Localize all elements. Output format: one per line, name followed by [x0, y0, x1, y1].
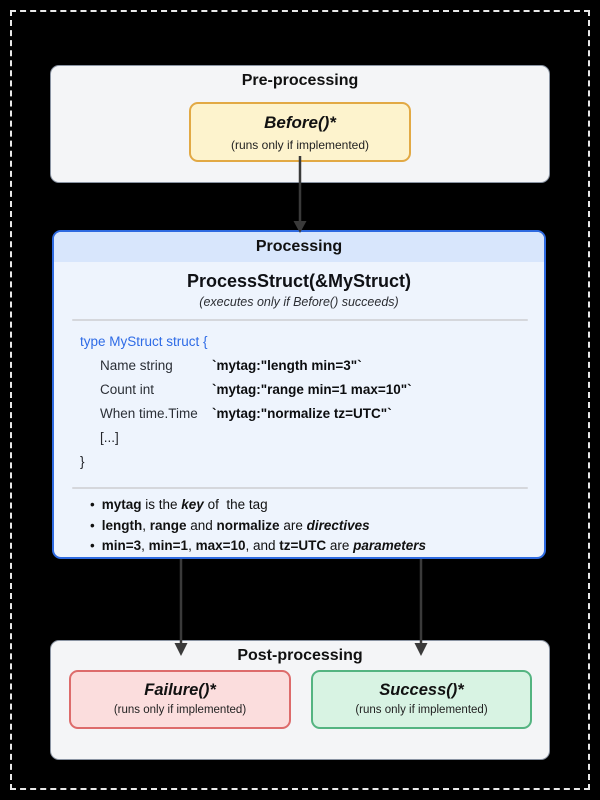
- tag-notes-list: mytag is the key of the tag length, rang…: [54, 495, 544, 557]
- code-field-tag: `mytag:"length min=3"`: [212, 358, 362, 373]
- pre-processing-section: Pre-processing Before()* (runs only if i…: [50, 65, 550, 183]
- code-field-tag: `mytag:"range min=1 max=10"`: [212, 382, 412, 397]
- code-ellipsis: [...]: [100, 430, 119, 445]
- code-field-tag: `mytag:"normalize tz=UTC"`: [212, 406, 392, 421]
- note-directives: length, range and normalize are directiv…: [90, 516, 544, 537]
- before-node: Before()* (runs only if implemented): [189, 102, 411, 162]
- process-struct-heading: ProcessStruct(&MyStruct): [186, 271, 412, 291]
- processing-header: Processing: [54, 232, 544, 262]
- divider-bottom: [72, 487, 528, 489]
- code-block: type MyStruct struct { Name string `myta…: [54, 327, 544, 477]
- code-field-row: Count int `mytag:"range min=1 max=10"`: [80, 378, 544, 402]
- before-node-subtitle: (runs only if implemented): [230, 138, 370, 152]
- failure-node: Failure()* (runs only if implemented): [69, 670, 291, 729]
- code-struct-close: }: [80, 454, 85, 469]
- post-processing-section: Post-processing Failure()* (runs only if…: [50, 640, 550, 760]
- success-node-subtitle: (runs only if implemented): [355, 704, 488, 716]
- success-node-title: Success()*: [379, 681, 464, 699]
- processing-title: Processing: [255, 238, 343, 255]
- success-node: Success()* (runs only if implemented): [311, 670, 532, 729]
- code-field-decl: When time.Time: [100, 406, 198, 421]
- failure-node-title: Failure()*: [144, 681, 216, 699]
- note-key: mytag is the key of the tag: [90, 495, 544, 516]
- code-field-row: When time.Time `mytag:"normalize tz=UTC"…: [80, 402, 544, 426]
- code-struct-open: type MyStruct struct {: [80, 334, 208, 349]
- processing-section: Processing ProcessStruct(&MyStruct) (exe…: [52, 230, 546, 559]
- divider-top: [72, 319, 528, 321]
- code-field-row: Name string `mytag:"length min=3"`: [80, 354, 544, 378]
- failure-node-subtitle: (runs only if implemented): [113, 704, 247, 716]
- code-field-decl: Count int: [100, 382, 155, 397]
- before-node-title: Before()*: [264, 113, 336, 132]
- pre-processing-title: Pre-processing: [241, 72, 359, 89]
- note-parameters: min=3, min=1, max=10, and tz=UTC are par…: [90, 536, 544, 557]
- process-struct-subheading: (executes only if Before() succeeds): [199, 295, 399, 309]
- post-processing-title: Post-processing: [237, 647, 363, 664]
- code-field-decl: Name string: [100, 358, 173, 373]
